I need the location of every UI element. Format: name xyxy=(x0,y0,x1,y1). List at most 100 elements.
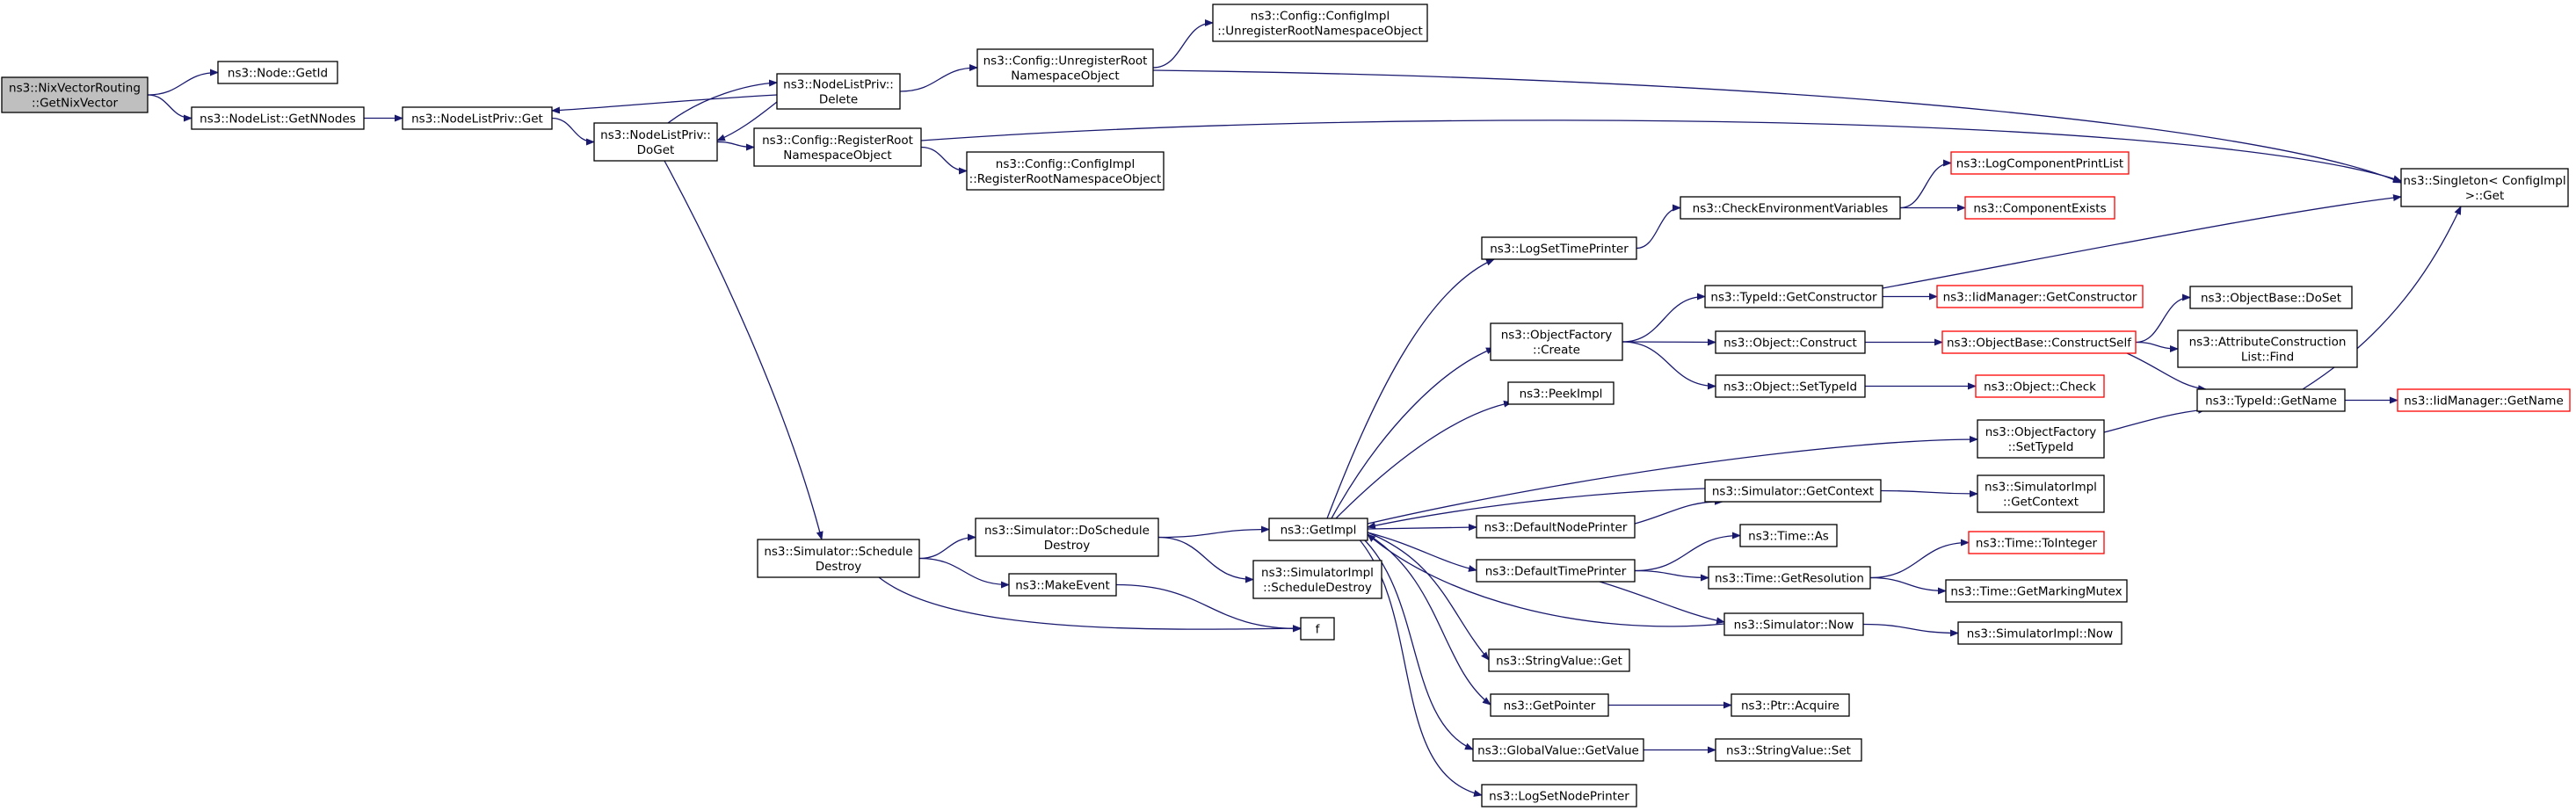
node-defaultnodeprinter[interactable]: ns3::DefaultNodePrinter xyxy=(1476,515,1636,539)
node-box[interactable] xyxy=(593,122,718,162)
node-box[interactable] xyxy=(1731,693,1850,717)
node-logsetnodeprinter[interactable]: ns3::LogSetNodePrinter xyxy=(1481,784,1637,807)
node-getimpl[interactable]: ns3::GetImpl xyxy=(1268,518,1368,541)
node-box[interactable] xyxy=(1490,693,1609,717)
node-box[interactable] xyxy=(1936,285,2144,308)
node-box[interactable] xyxy=(1964,196,2115,220)
node-box[interactable] xyxy=(1472,738,1644,762)
node-object_check[interactable]: ns3::Object::Check xyxy=(1975,374,2105,398)
node-box[interactable] xyxy=(1008,573,1117,597)
node-box[interactable] xyxy=(966,151,1165,191)
node-box[interactable] xyxy=(1252,560,1382,599)
node-typeid_getconstructor[interactable]: ns3::TypeId::GetConstructor xyxy=(1704,285,1883,308)
node-box[interactable] xyxy=(1723,612,1864,636)
node-typeid_getname[interactable]: ns3::TypeId::GetName xyxy=(2196,388,2346,412)
node-globalvalue_getvalue[interactable]: ns3::GlobalValue::GetValue xyxy=(1472,738,1644,762)
node-f[interactable]: f xyxy=(1300,617,1335,641)
node-box[interactable] xyxy=(1300,617,1335,641)
node-iidmanager_getconstructor[interactable]: ns3::IidManager::GetConstructor xyxy=(1936,285,2144,308)
node-box[interactable] xyxy=(1975,374,2105,398)
node-nodelistpriv_delete[interactable]: ns3::NodeListPriv::Delete xyxy=(776,73,901,110)
node-box[interactable] xyxy=(1957,621,2122,645)
node-box[interactable] xyxy=(1507,381,1615,405)
node-objectbase_doset[interactable]: ns3::ObjectBase::DoSet xyxy=(2189,286,2353,309)
node-box[interactable] xyxy=(1739,524,1838,547)
node-box[interactable] xyxy=(975,518,1159,557)
node-box[interactable] xyxy=(1704,479,1882,503)
node-objectbase_constructself[interactable]: ns3::ObjectBase::ConstructSelf xyxy=(1941,330,2137,354)
node-nodelist_getnnodes[interactable]: ns3::NodeList::GetNNodes xyxy=(191,106,365,130)
node-componentexists[interactable]: ns3::ComponentExists xyxy=(1964,196,2115,220)
node-box[interactable] xyxy=(1,76,149,113)
node-sim_getcontext[interactable]: ns3::Simulator::GetContext xyxy=(1704,479,1882,503)
node-box[interactable] xyxy=(1268,518,1368,541)
node-box[interactable] xyxy=(2196,388,2346,412)
node-box[interactable] xyxy=(1680,196,1901,220)
node-box[interactable] xyxy=(1476,559,1636,583)
node-time_getmarkingmutex[interactable]: ns3::Time::GetMarkingMutex xyxy=(1945,579,2128,603)
node-time_tointeger[interactable]: ns3::Time::ToInteger xyxy=(1968,531,2105,554)
node-sim_now[interactable]: ns3::Simulator::Now xyxy=(1723,612,1864,636)
node-stringvalue_get[interactable]: ns3::StringValue::Get xyxy=(1488,648,1630,672)
node-box[interactable] xyxy=(976,48,1154,87)
node-box[interactable] xyxy=(1977,419,2105,459)
node-nodelistpriv_doget[interactable]: ns3::NodeListPriv::DoGet xyxy=(593,122,718,162)
node-box[interactable] xyxy=(2397,388,2571,412)
node-box[interactable] xyxy=(1941,330,2137,354)
node-time_getresolution[interactable]: ns3::Time::GetResolution xyxy=(1708,566,1871,590)
node-logsettimeprinter[interactable]: ns3::LogSetTimePrinter xyxy=(1481,236,1637,260)
node-box[interactable] xyxy=(757,539,920,578)
node-box[interactable] xyxy=(1212,4,1428,42)
node-box[interactable] xyxy=(1950,151,2130,175)
node-box[interactable] xyxy=(191,106,365,130)
node-nodelistpriv_get[interactable]: ns3::NodeListPriv::Get xyxy=(402,106,553,130)
node-logcomponentprintlist[interactable]: ns3::LogComponentPrintList xyxy=(1950,151,2130,175)
node-stringvalue_set[interactable]: ns3::StringValue::Set xyxy=(1715,738,1862,762)
node-box[interactable] xyxy=(2189,286,2353,309)
node-box[interactable] xyxy=(2177,329,2358,368)
node-box[interactable] xyxy=(1968,531,2105,554)
node-config_unregister[interactable]: ns3::Config::UnregisterRootNamespaceObje… xyxy=(976,48,1154,87)
node-simimpl_getcontext[interactable]: ns3::SimulatorImpl::GetContext xyxy=(1977,474,2105,513)
node-peekimpl[interactable]: ns3::PeekImpl xyxy=(1507,381,1615,405)
node-defaulttimeprinter[interactable]: ns3::DefaultTimePrinter xyxy=(1476,559,1636,583)
node-checkenv[interactable]: ns3::CheckEnvironmentVariables xyxy=(1680,196,1901,220)
node-ptr_acquire[interactable]: ns3::Ptr::Acquire xyxy=(1731,693,1850,717)
node-box[interactable] xyxy=(1704,285,1883,308)
node-object_settypeid[interactable]: ns3::Object::SetTypeId xyxy=(1715,374,1866,398)
node-simimpl_now[interactable]: ns3::SimulatorImpl::Now xyxy=(1957,621,2122,645)
node-object_construct[interactable]: ns3::Object::Construct xyxy=(1715,330,1866,354)
node-box[interactable] xyxy=(1715,330,1866,354)
node-box[interactable] xyxy=(1715,738,1862,762)
node-makeevent[interactable]: ns3::MakeEvent xyxy=(1008,573,1117,597)
node-simimpl_scheduledestroy[interactable]: ns3::SimulatorImpl::ScheduleDestroy xyxy=(1252,560,1382,599)
node-configimpl_unregister[interactable]: ns3::Config::ConfigImpl::UnregisterRootN… xyxy=(1212,4,1428,42)
node-box[interactable] xyxy=(1708,566,1871,590)
node-objectfactory_settypeid[interactable]: ns3::ObjectFactory::SetTypeId xyxy=(1977,419,2105,459)
node-box[interactable] xyxy=(1481,236,1637,260)
node-root[interactable]: ns3::NixVectorRouting::GetNixVector xyxy=(1,76,149,113)
node-box[interactable] xyxy=(1945,579,2128,603)
node-iidmanager_getname[interactable]: ns3::IidManager::GetName xyxy=(2397,388,2571,412)
node-node_getid[interactable]: ns3::Node::GetId xyxy=(217,61,338,84)
node-objectfactory_create[interactable]: ns3::ObjectFactory::Create xyxy=(1490,322,1623,361)
node-box[interactable] xyxy=(1490,322,1623,361)
node-config_register[interactable]: ns3::Config::RegisterRootNamespaceObject xyxy=(753,127,922,167)
node-singleton_get[interactable]: ns3::Singleton< ConfigImpl>::Get xyxy=(2400,168,2569,207)
node-getpointer[interactable]: ns3::GetPointer xyxy=(1490,693,1609,717)
node-box[interactable] xyxy=(1476,515,1636,539)
node-box[interactable] xyxy=(1977,474,2105,513)
node-configimpl_register[interactable]: ns3::Config::ConfigImpl::RegisterRootNam… xyxy=(966,151,1165,191)
node-box[interactable] xyxy=(217,61,338,84)
node-time_as[interactable]: ns3::Time::As xyxy=(1739,524,1838,547)
node-box[interactable] xyxy=(753,127,922,167)
node-box[interactable] xyxy=(1481,784,1637,807)
node-box[interactable] xyxy=(776,73,901,110)
node-sim_scheduledestroy[interactable]: ns3::Simulator::ScheduleDestroy xyxy=(757,539,920,578)
node-box[interactable] xyxy=(1715,374,1866,398)
node-box[interactable] xyxy=(1488,648,1630,672)
node-box[interactable] xyxy=(402,106,553,130)
node-box[interactable] xyxy=(2400,168,2569,207)
